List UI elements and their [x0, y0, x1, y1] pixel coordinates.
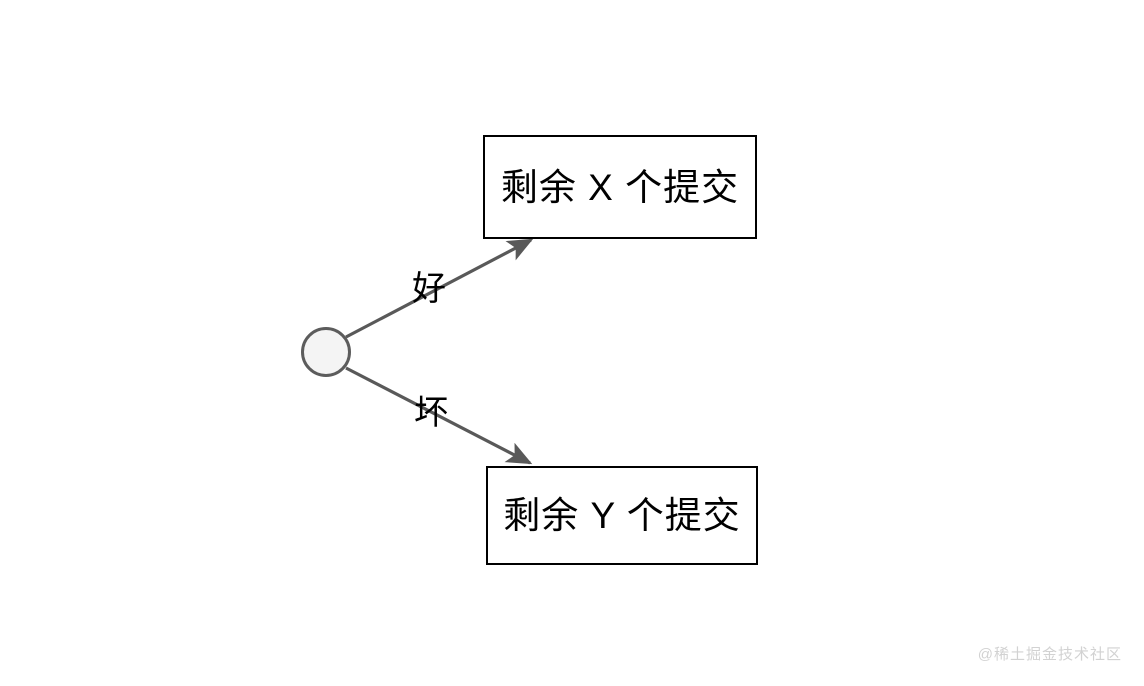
- start-node-circle[interactable]: [301, 327, 351, 377]
- edge-label-bad: 坏: [414, 394, 448, 432]
- edge-line-good: [345, 238, 534, 339]
- node-bad-outcome-label: 剩余 Y 个提交: [503, 495, 741, 536]
- node-bad-outcome[interactable]: 剩余 Y 个提交: [486, 466, 758, 565]
- watermark-text: @稀土掘金技术社区: [977, 646, 1122, 663]
- edge-label-good: 好: [412, 270, 446, 308]
- edge-line-bad: [345, 366, 533, 465]
- node-good-outcome[interactable]: 剩余 X 个提交: [483, 135, 757, 239]
- node-good-outcome-label: 剩余 X 个提交: [500, 166, 740, 208]
